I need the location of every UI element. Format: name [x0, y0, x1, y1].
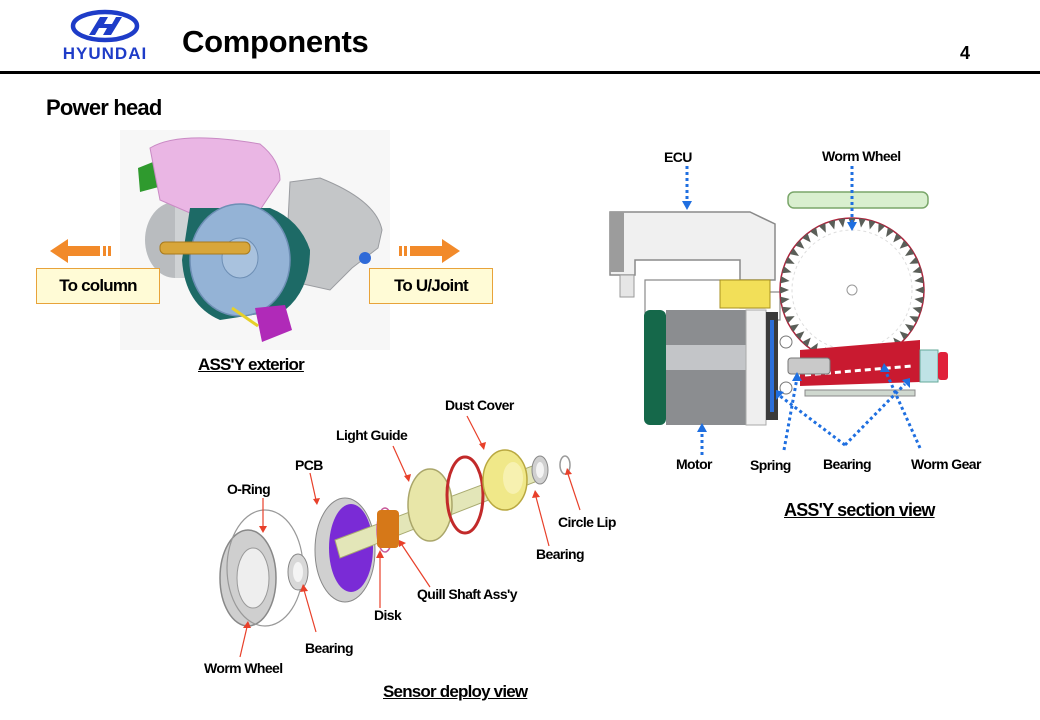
- gear-tooth: [878, 223, 886, 233]
- label-quill-shaft: Quill Shaft Ass'y: [417, 586, 518, 602]
- gear-tooth: [909, 316, 919, 324]
- gear-tooth: [780, 276, 790, 284]
- gear-tooth: [828, 219, 836, 230]
- gear-tooth: [818, 223, 826, 233]
- gear-tooth: [899, 240, 909, 249]
- arrow-left-icon: [50, 239, 111, 263]
- label-circle-lip: Circle Lip: [558, 514, 616, 530]
- gear-tooth: [781, 266, 792, 274]
- caption-sensor-deploy: Sensor deploy view: [383, 682, 528, 701]
- label-disk: Disk: [374, 607, 402, 623]
- gear-tooth: [909, 256, 919, 264]
- page-title: Components: [182, 24, 369, 59]
- gear-tooth: [899, 331, 909, 340]
- label-motor: Motor: [676, 456, 712, 472]
- gear-tooth: [858, 218, 866, 228]
- gear-tooth: [785, 316, 795, 324]
- gear-tooth: [802, 337, 811, 347]
- gear-tooth: [795, 331, 805, 340]
- worm-wheel-gear: [779, 217, 925, 363]
- leader-quill-shaft: [401, 544, 431, 588]
- leader-bearing-right: [535, 496, 550, 547]
- hyundai-emblem-icon: [70, 9, 140, 43]
- leader-circle-lip: [567, 473, 581, 511]
- leader-dust-cover: [466, 415, 483, 446]
- leader-bearing-left: [303, 589, 317, 633]
- caption-assembly-section: ASS'Y section view: [784, 500, 935, 520]
- gear-tooth: [810, 227, 818, 238]
- gear-tooth: [781, 306, 792, 314]
- gear-tooth: [893, 233, 902, 243]
- gear-tooth: [912, 266, 923, 274]
- gear-tooth: [780, 286, 789, 294]
- hyundai-logo: HYUNDAI: [56, 9, 154, 66]
- gear-tooth: [780, 296, 790, 304]
- gear-tooth: [904, 248, 915, 256]
- gear-tooth: [915, 286, 924, 294]
- gear-tooth: [914, 276, 924, 284]
- gear-tooth: [785, 256, 795, 264]
- label-worm-wheel-sensor: Worm Wheel: [204, 660, 283, 676]
- section-heading: Power head: [46, 95, 162, 120]
- gear-tooth: [838, 218, 846, 228]
- assembly-exterior-image: [120, 130, 390, 350]
- label-ecu: ECU: [664, 149, 692, 165]
- assembly-section-image: [609, 191, 948, 426]
- caption-assembly-exterior: ASS'Y exterior: [198, 355, 305, 374]
- leader-worm-wheel-sensor: [239, 626, 248, 658]
- gear-tooth: [914, 296, 924, 304]
- gear-tooth: [795, 240, 805, 249]
- label-bearing-sensor-left: Bearing: [305, 640, 354, 656]
- gear-tooth: [789, 248, 800, 256]
- label-light-guide: Light Guide: [336, 427, 408, 443]
- gear-tooth: [904, 324, 915, 332]
- label-spring: Spring: [750, 457, 791, 473]
- leader-pcb: [309, 472, 317, 501]
- label-o-ring: O-Ring: [227, 481, 271, 497]
- label-worm-gear: Worm Gear: [911, 456, 981, 472]
- leader-bearing-b: [843, 382, 907, 447]
- gear-tooth: [789, 324, 800, 332]
- page-number: 4: [960, 43, 971, 63]
- leader-light-guide: [392, 445, 408, 478]
- callout-to-column: To column: [36, 268, 160, 304]
- leader-worm-gear: [883, 369, 922, 449]
- callout-to-u-joint: To U/Joint: [369, 268, 493, 304]
- sensor-exploded-image: [219, 449, 571, 627]
- gear-tooth: [868, 219, 876, 230]
- gear-tooth: [912, 306, 923, 314]
- leader-spring: [782, 377, 799, 451]
- label-pcb: PCB: [295, 457, 323, 473]
- label-bearing-sensor-right: Bearing: [536, 546, 585, 562]
- header-divider: [0, 71, 1040, 74]
- brand-wordmark: HYUNDAI: [62, 44, 148, 63]
- label-dust-cover: Dust Cover: [445, 397, 514, 413]
- gear-tooth: [802, 233, 811, 243]
- gear-tooth: [886, 227, 894, 238]
- leader-bearing-a: [779, 394, 846, 447]
- arrow-right-icon: [399, 239, 460, 263]
- label-worm-wheel-section: Worm Wheel: [822, 148, 901, 164]
- label-bearing-section: Bearing: [823, 456, 872, 472]
